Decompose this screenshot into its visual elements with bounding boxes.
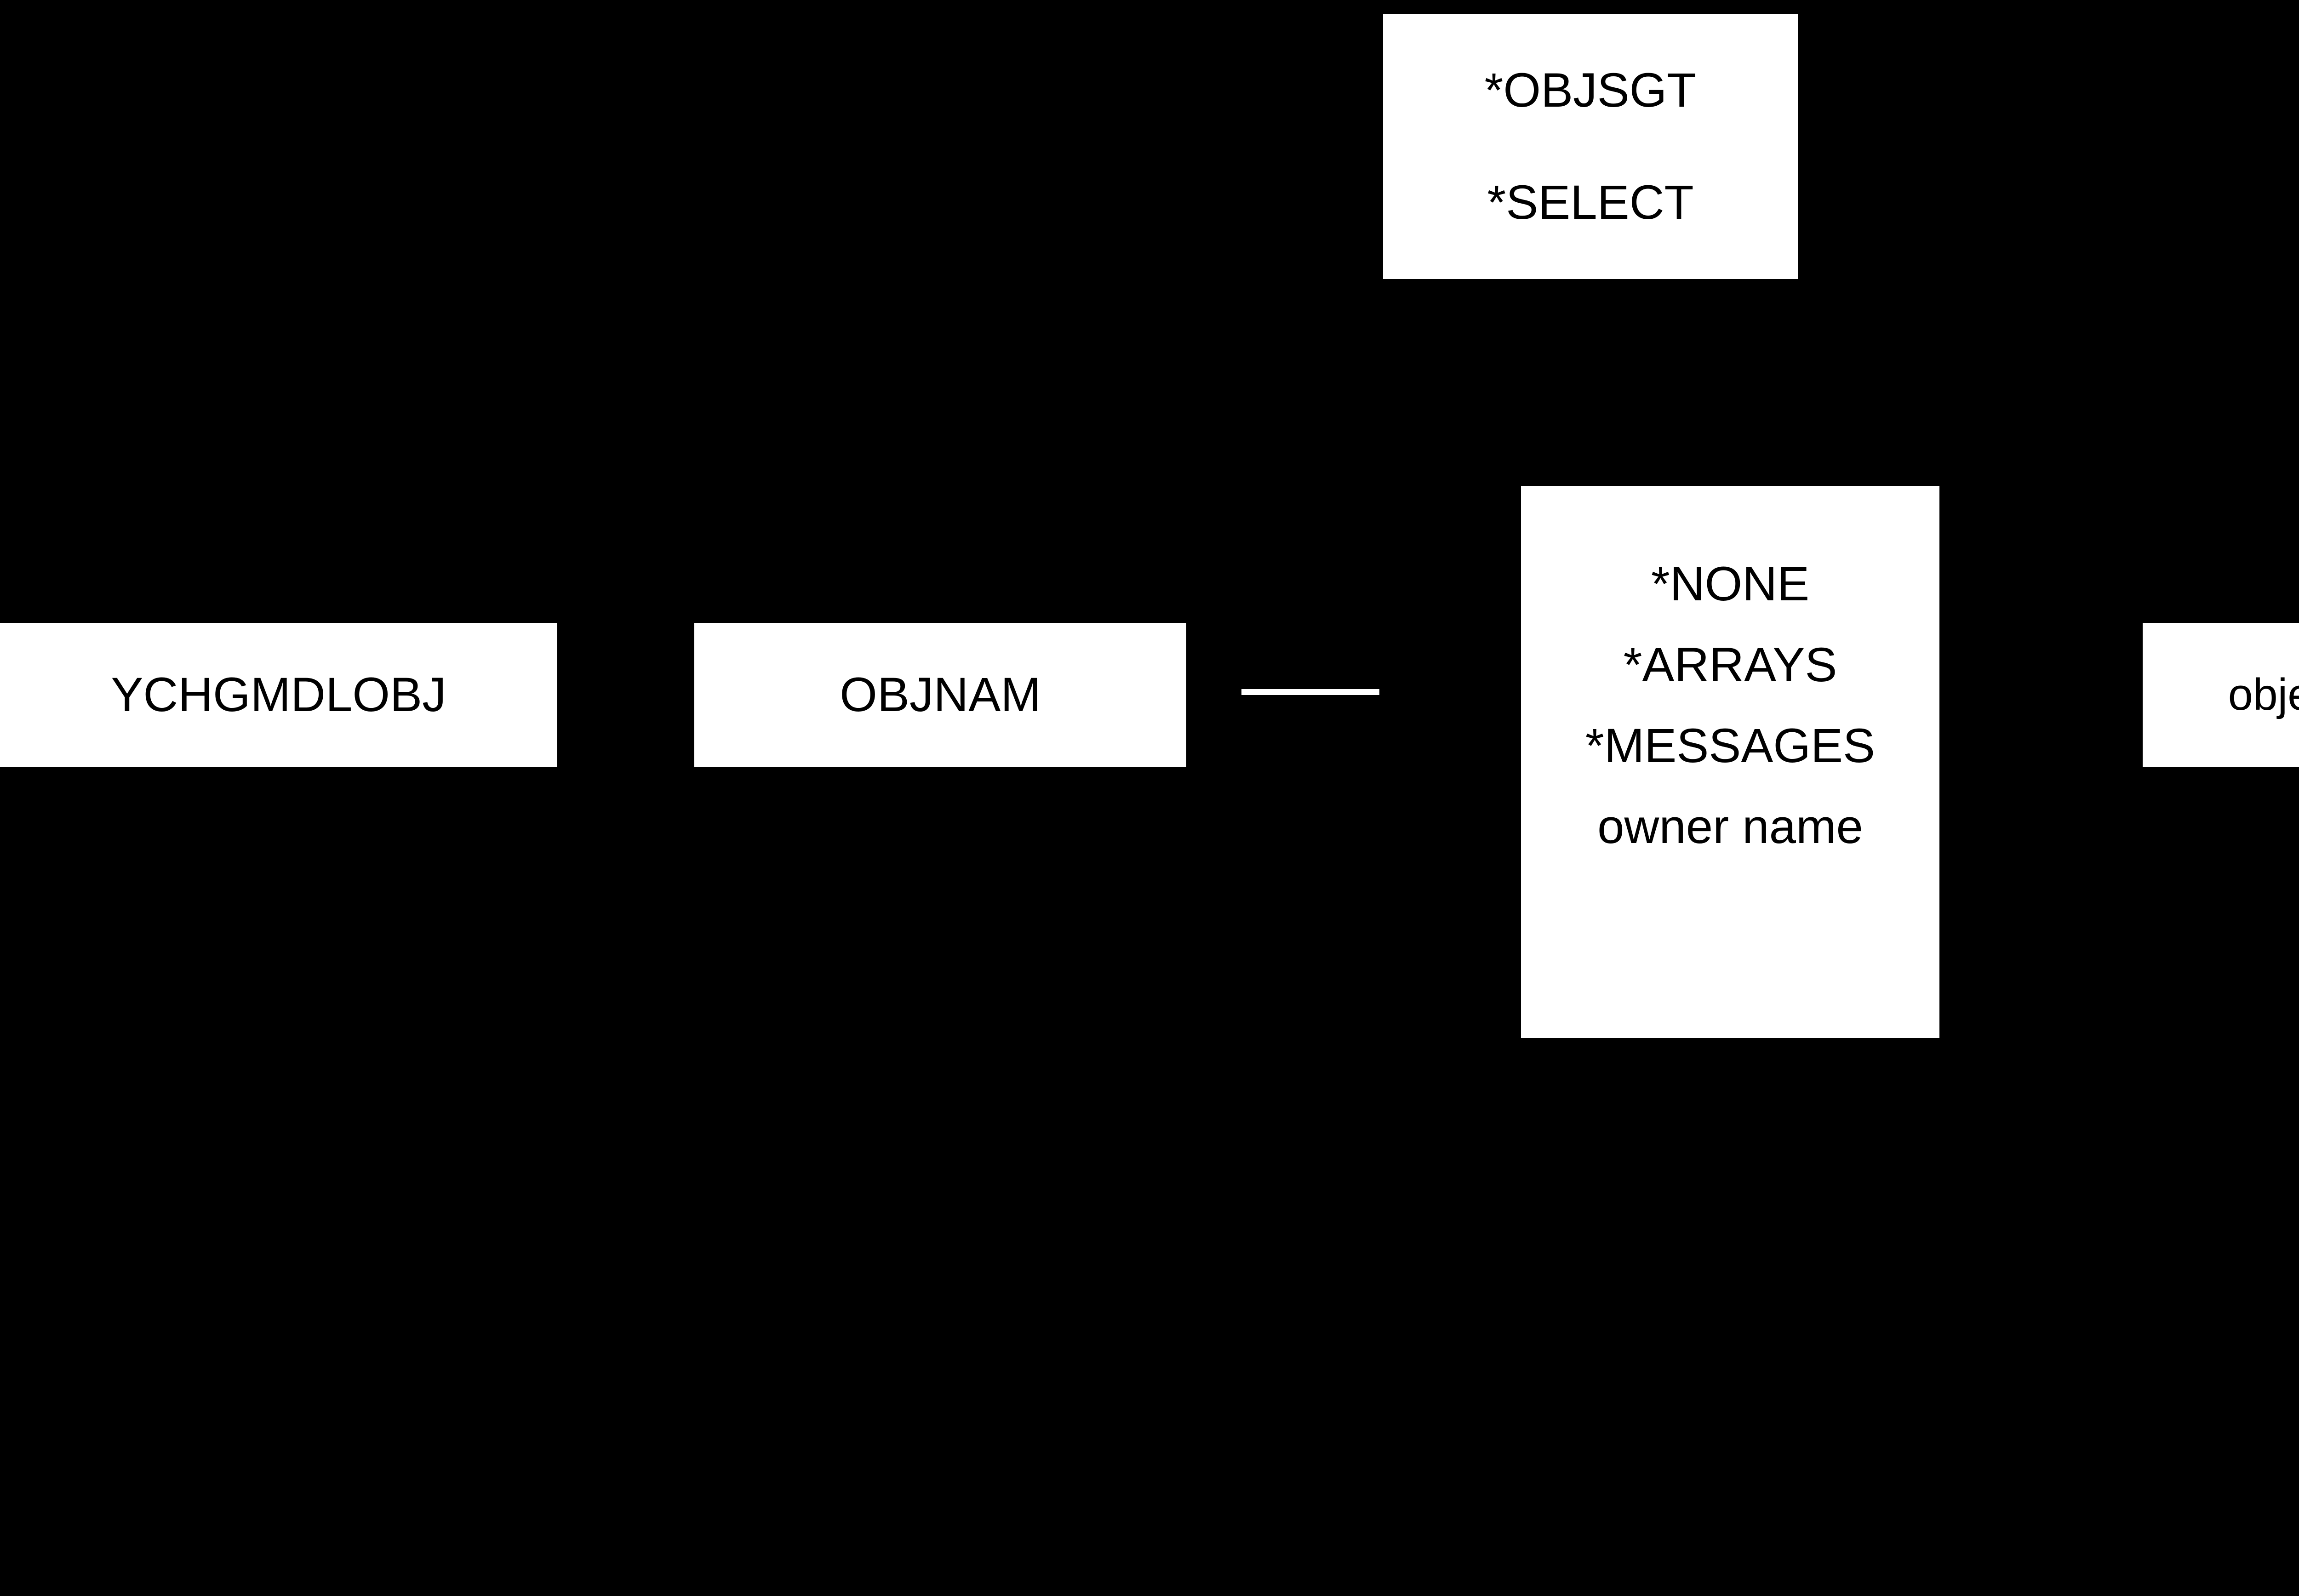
node-objtype-options-line-4: owner name [1597, 799, 1863, 854]
node-object-name[interactable]: object name [2143, 623, 2299, 767]
node-object-name-label: object name [2228, 669, 2299, 720]
node-objtype-options-line-1: *NONE [1651, 557, 1810, 611]
node-objsgt-select-line-2: *SELECT [1487, 175, 1694, 229]
node-objsgt-select-line-1: *OBJSGT [1484, 63, 1697, 117]
node-command-ychgmdlobj[interactable]: YCHGMDLOBJ [0, 623, 557, 767]
node-parameter-objnam[interactable]: OBJNAM [694, 623, 1186, 767]
node-parameter-label: OBJNAM [840, 667, 1041, 722]
node-objtype-options[interactable]: *NONE *ARRAYS *MESSAGES owner name [1521, 486, 1939, 1038]
node-command-label: YCHGMDLOBJ [111, 667, 446, 722]
node-objtype-options-line-2: *ARRAYS [1623, 638, 1837, 692]
node-objtype-options-line-3: *MESSAGES [1585, 718, 1876, 773]
horizontal-dash-connector [1241, 689, 1379, 695]
node-objsgt-select[interactable]: *OBJSGT *SELECT [1383, 14, 1798, 279]
